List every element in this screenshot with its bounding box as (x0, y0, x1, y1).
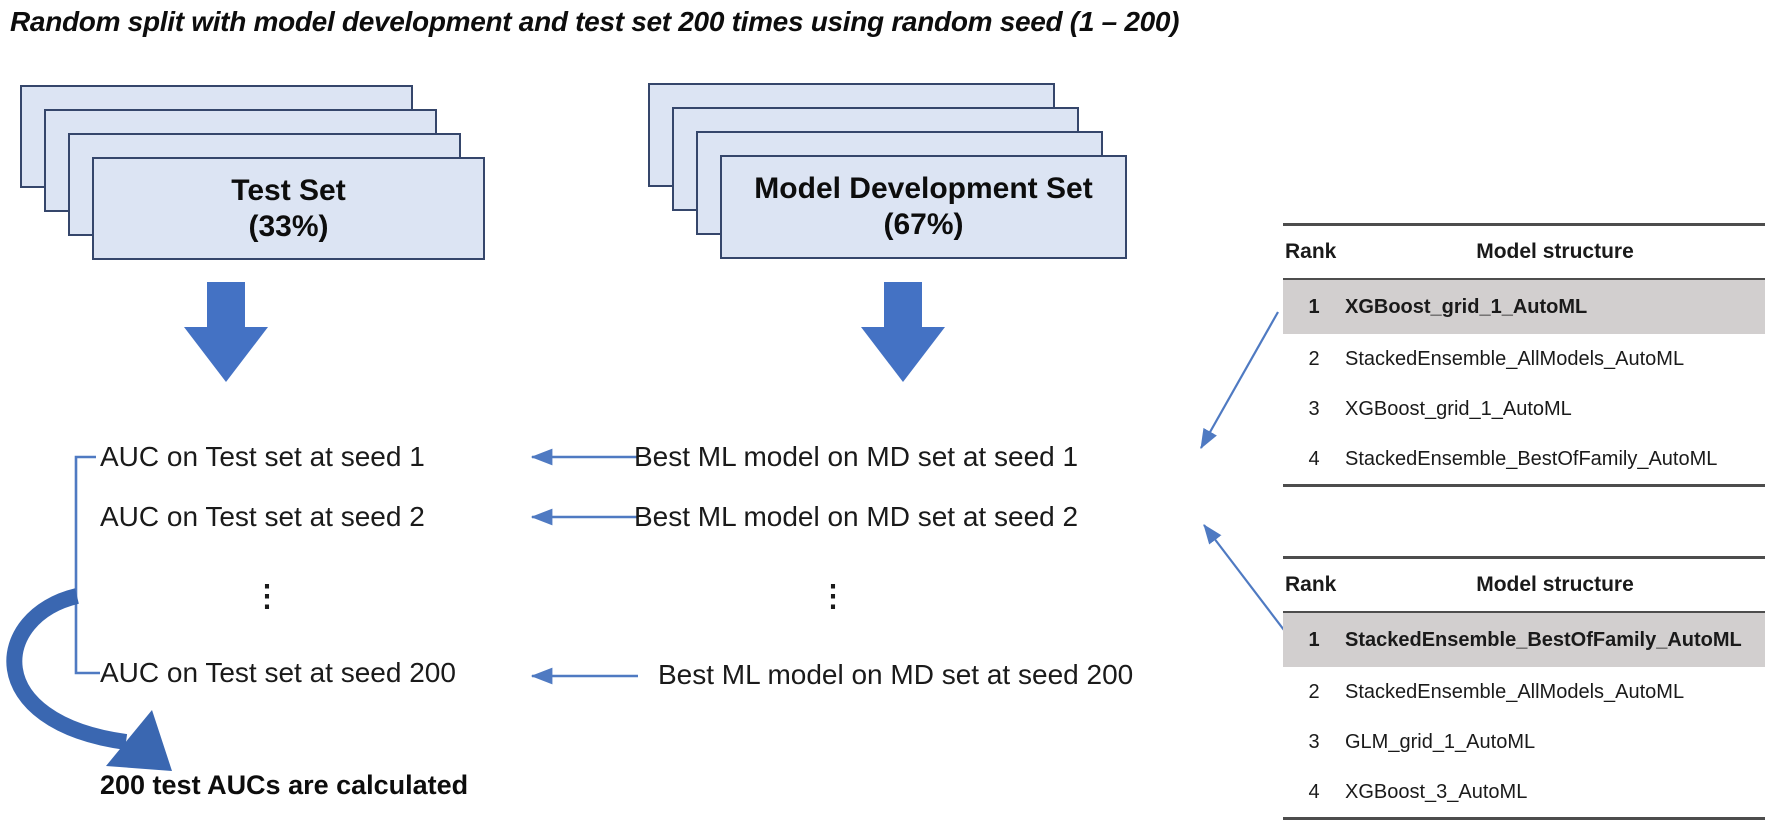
rank-cell: 4 (1308, 447, 1320, 470)
test-set-label-line2: (33%) (248, 209, 329, 243)
rank-cell: 1 (1308, 295, 1320, 318)
down-block-arrow-icon-test (184, 282, 268, 382)
model-header: Model structure (1476, 573, 1634, 596)
auc-row-seed200: AUC on Test set at seed 200 (100, 657, 456, 688)
rank-cell: 2 (1308, 680, 1320, 703)
auc-row-seed1: AUC on Test set at seed 1 (100, 441, 425, 472)
ranking-table-1-header: Rank Model structure (1283, 226, 1765, 280)
md-set-card-front: Model Development Set (67%) (720, 155, 1127, 259)
auc-row-seed2: AUC on Test set at seed 2 (100, 501, 425, 532)
rank-cell: 1 (1308, 628, 1320, 651)
ranking-table-1: Rank Model structure 1 XGBoost_grid_1_Au… (1283, 223, 1765, 487)
test-set-label: Test Set (33%) (94, 159, 483, 258)
ranking-table-2: Rank Model structure 1 StackedEnsemble_B… (1283, 556, 1765, 820)
best-model-row-seed1: Best ML model on MD set at seed 1 (634, 441, 1079, 472)
vertical-ellipsis-middle: ⋮ (818, 580, 848, 613)
table-row: 1 StackedEnsemble_BestOfFamily_AutoML (1283, 613, 1765, 667)
down-block-arrow-icon-md (861, 282, 945, 382)
table-row: 2 StackedEnsemble_AllModels_AutoML (1283, 667, 1765, 717)
ranking-table-2-header: Rank Model structure (1283, 559, 1765, 613)
rank-cell: 3 (1308, 397, 1320, 420)
vertical-ellipsis-left: ⋮ (252, 580, 282, 613)
diagonal-arrow-icon-table1-to-seed1 (1200, 311, 1279, 449)
diagram-title: Random split with model development and … (10, 6, 1180, 37)
rank-header: Rank (1285, 240, 1337, 263)
model-cell: StackedEnsemble_BestOfFamily_AutoML (1345, 447, 1718, 470)
rank-cell: 2 (1308, 347, 1320, 370)
model-cell: StackedEnsemble_AllModels_AutoML (1345, 347, 1685, 370)
table-row: 1 XGBoost_grid_1_AutoML (1283, 280, 1765, 334)
best-model-row-seed2: Best ML model on MD set at seed 2 (634, 501, 1079, 532)
bracket-line (74, 455, 100, 675)
md-set-label: Model Development Set (67%) (722, 157, 1125, 257)
table-row: 4 StackedEnsemble_BestOfFamily_AutoML (1283, 434, 1765, 484)
model-cell: XGBoost_grid_1_AutoML (1345, 397, 1572, 420)
model-cell: XGBoost_grid_1_AutoML (1345, 295, 1588, 318)
table-row: 3 GLM_grid_1_AutoML (1283, 717, 1765, 767)
md-set-label-line2: (67%) (883, 208, 964, 241)
model-header: Model structure (1476, 240, 1634, 263)
bottom-note: 200 test AUCs are calculated (100, 770, 469, 800)
diagonal-arrow-icon-table2-to-seed2 (1203, 524, 1288, 635)
table-row: 3 XGBoost_grid_1_AutoML (1283, 384, 1765, 434)
test-set-card-front: Test Set (33%) (92, 157, 485, 260)
test-set-label-line1: Test Set (231, 173, 346, 207)
model-cell: StackedEnsemble_BestOfFamily_AutoML (1345, 628, 1742, 651)
rank-cell: 3 (1308, 730, 1320, 753)
rank-cell: 4 (1308, 780, 1320, 803)
model-cell: XGBoost_3_AutoML (1345, 780, 1528, 803)
table-row: 4 XGBoost_3_AutoML (1283, 767, 1765, 817)
rank-header: Rank (1285, 573, 1337, 596)
md-set-label-line1: Model Development Set (754, 172, 1093, 205)
model-cell: StackedEnsemble_AllModels_AutoML (1345, 680, 1685, 703)
table-row: 2 StackedEnsemble_AllModels_AutoML (1283, 334, 1765, 384)
model-cell: GLM_grid_1_AutoML (1345, 730, 1536, 753)
best-model-row-seed200: Best ML model on MD set at seed 200 (658, 659, 1134, 690)
